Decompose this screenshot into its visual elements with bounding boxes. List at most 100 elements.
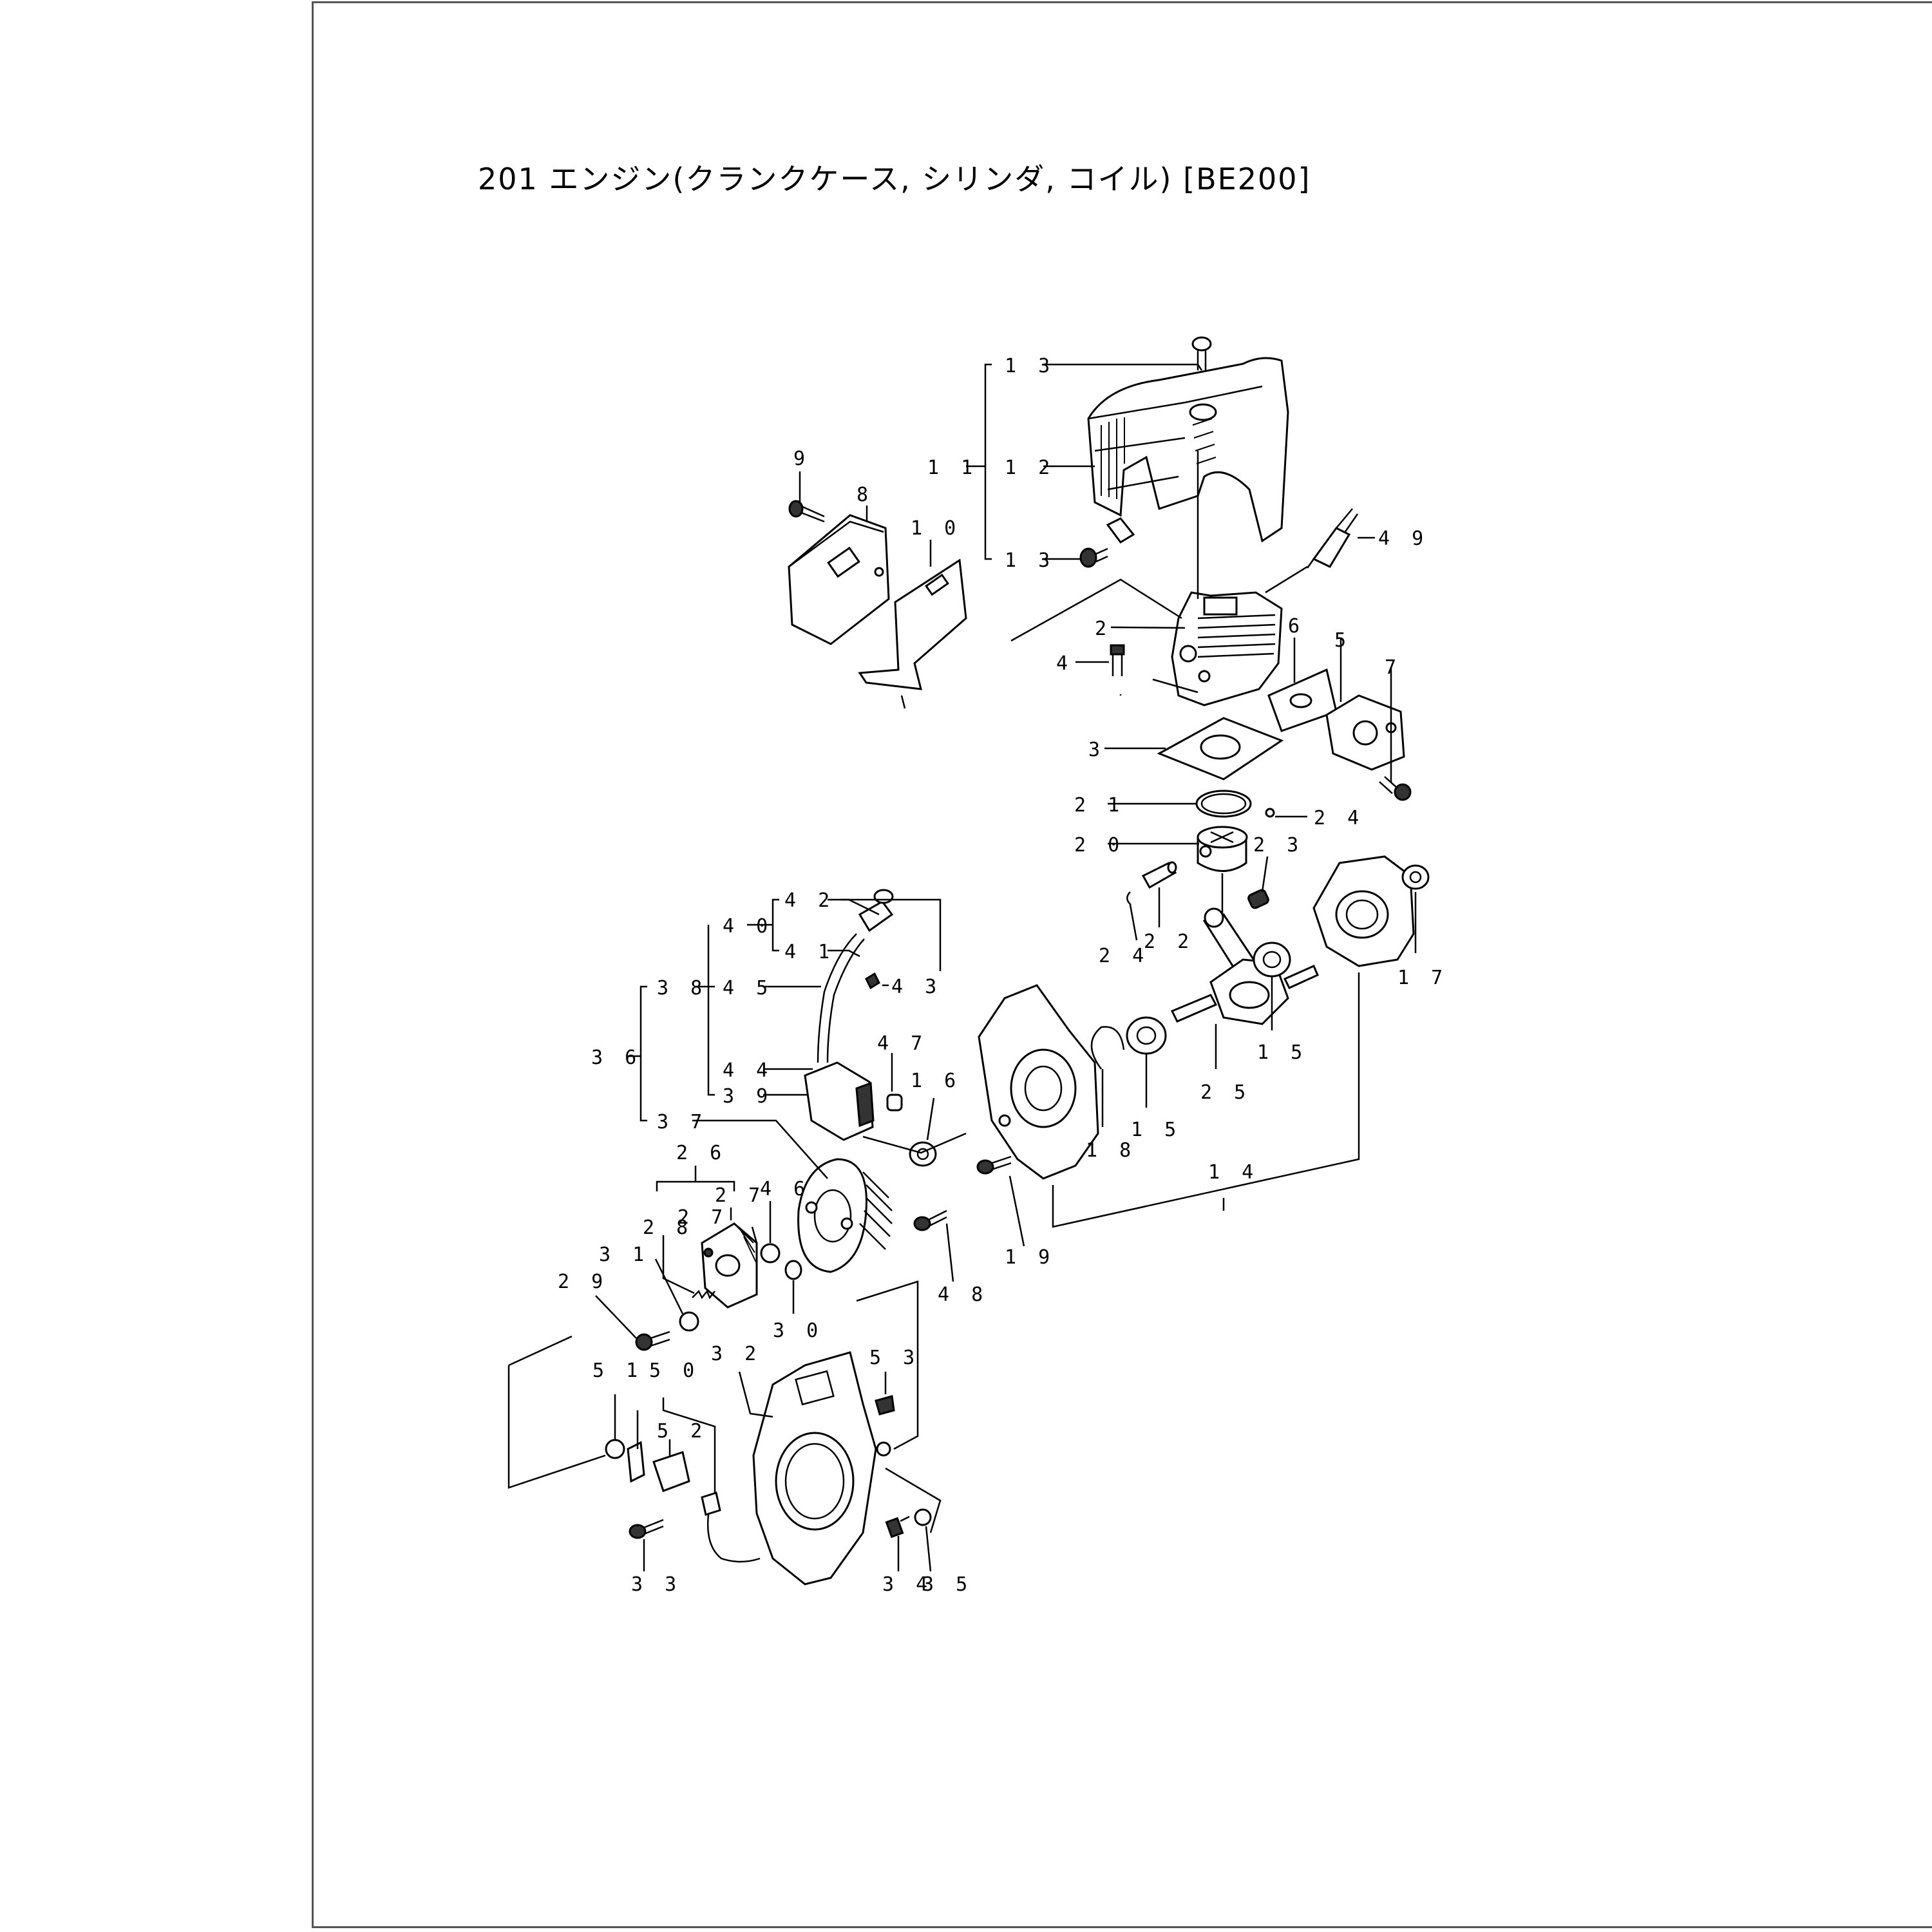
callout-43: 4 3 — [891, 976, 942, 998]
callout-38: 3 8 — [657, 977, 707, 999]
ignition-coil-part — [804, 889, 894, 1141]
fan-cover-part — [752, 1351, 891, 1586]
callout-6: 6 — [1288, 615, 1305, 638]
cylinder-bolt-part — [1110, 644, 1125, 676]
clutch-spring-part — [692, 1289, 715, 1300]
callout-labels: 1 3 1 1 1 2 1 3 9 8 1 0 4 9 2 6 5 7 4 3 … — [558, 355, 1448, 1596]
cover-screw-top-part — [1191, 336, 1212, 370]
callout-15b: 1 5 — [1131, 1119, 1181, 1141]
callout-48: 4 8 — [938, 1283, 988, 1306]
callout-50: 5 0 — [649, 1359, 699, 1382]
callout-37: 3 7 — [657, 1111, 707, 1133]
callout-36: 3 6 — [591, 1046, 641, 1069]
callout-8: 8 — [857, 484, 873, 506]
callout-41: 4 1 — [784, 941, 835, 963]
callout-39: 3 9 — [723, 1085, 773, 1108]
diagram-title: 201 エンジン(クランクケース, シリンダ, コイル) [BE200] — [478, 162, 1311, 196]
callout-24b: 2 4 — [1099, 945, 1149, 967]
flywheel-bolt-part — [913, 1209, 947, 1231]
callout-2: 2 — [1095, 618, 1112, 640]
callout-13b: 1 3 — [1005, 549, 1055, 572]
spark-plug-part — [1306, 508, 1359, 569]
oil-seal-left-part — [909, 1141, 937, 1167]
callout-32: 3 2 — [711, 1343, 761, 1365]
callout-34: 3 4 — [882, 1573, 933, 1596]
crankshaft-part — [1170, 907, 1319, 1025]
switch-wire-part — [701, 1492, 761, 1563]
callout-4: 4 — [1056, 652, 1073, 675]
callout-29: 2 9 — [558, 1271, 608, 1293]
piston-part — [1197, 826, 1248, 872]
callout-10: 1 0 — [911, 517, 961, 540]
piston-pin-clip-b-part — [1126, 891, 1132, 905]
callout-13a: 1 3 — [1005, 355, 1055, 377]
callout-30: 3 0 — [773, 1320, 823, 1342]
cover-washer-part — [914, 1508, 932, 1526]
clutch-washer-part — [679, 1311, 699, 1332]
circlip-part — [1090, 1026, 1125, 1070]
callout-15a: 1 5 — [1257, 1041, 1307, 1064]
callout-23: 2 3 — [1253, 834, 1303, 857]
callout-14: 1 4 — [1208, 1161, 1258, 1184]
callout-53: 5 3 — [869, 1347, 920, 1369]
cylinder-gasket-part — [1157, 717, 1284, 781]
crankcase-bolt-part — [976, 1155, 1012, 1175]
piston-pin-part — [1141, 861, 1177, 889]
plate-part — [627, 1441, 645, 1483]
callout-9: 9 — [793, 448, 810, 470]
cover-plug-part — [875, 1395, 895, 1416]
callout-18: 1 8 — [1086, 1139, 1136, 1162]
callout-20: 2 0 — [1074, 834, 1124, 857]
callout-44: 4 4 — [723, 1059, 773, 1082]
insulator-gasket-part — [1267, 668, 1338, 732]
callout-25: 2 5 — [1200, 1081, 1251, 1104]
callout-45: 4 5 — [723, 977, 773, 999]
clutch-part — [701, 1222, 758, 1309]
callout-47: 4 7 — [877, 1032, 927, 1055]
muffler-bolt-part — [788, 500, 825, 523]
cover-screw-bottom-part — [1079, 547, 1108, 568]
callout-17: 1 7 — [1397, 967, 1448, 989]
callout-42: 4 2 — [784, 889, 835, 912]
callout-46: 4 6 — [760, 1178, 810, 1200]
callout-27b: 2 7 — [677, 1206, 728, 1229]
muffler-part — [788, 514, 890, 645]
callout-24a: 2 4 — [1314, 807, 1364, 829]
crankcase-left-part — [978, 984, 1099, 1180]
part-drawings — [605, 336, 1430, 1586]
oil-seal-right-part — [1401, 864, 1430, 890]
callout-22: 2 2 — [1144, 931, 1194, 953]
callout-27a: 2 7 — [715, 1184, 765, 1207]
cover-bolt-part — [885, 1515, 910, 1539]
callout-12: 1 2 — [1005, 457, 1055, 479]
piston-ring-part — [1195, 790, 1252, 818]
coil-spacer-part — [886, 1094, 903, 1112]
callout-35: 3 5 — [922, 1573, 972, 1596]
piston-pin-clip-a-part — [1265, 808, 1275, 818]
callout-16: 1 6 — [911, 1070, 961, 1092]
callout-11: 1 1 — [927, 457, 978, 479]
callout-7: 7 — [1385, 656, 1401, 679]
callout-52: 5 2 — [657, 1420, 707, 1443]
insulator-part — [1325, 694, 1405, 771]
callout-49: 4 9 — [1378, 527, 1428, 550]
page-border — [312, 1, 1932, 1928]
flywheel-nut-part — [760, 1243, 781, 1264]
callout-26: 2 6 — [676, 1142, 726, 1164]
callout-21: 2 1 — [1074, 794, 1124, 817]
insulator-bolt-part — [1379, 776, 1412, 801]
bearing-right-part — [1253, 942, 1291, 978]
needle-bearing-part — [1247, 889, 1269, 909]
callout-5: 5 — [1334, 629, 1351, 652]
flywheel-part — [797, 1158, 893, 1273]
callout-19: 1 9 — [1005, 1246, 1055, 1269]
engine-cover-part — [1087, 357, 1289, 544]
clutch-bolt-part — [635, 1331, 670, 1351]
cylinder-part — [1171, 591, 1283, 706]
callout-3: 3 — [1088, 739, 1105, 761]
callout-31: 3 1 — [599, 1244, 649, 1266]
crankcase-right-part — [1312, 855, 1415, 967]
fan-cover-bolt-part — [629, 1519, 664, 1539]
callout-40: 4 0 — [723, 915, 773, 938]
